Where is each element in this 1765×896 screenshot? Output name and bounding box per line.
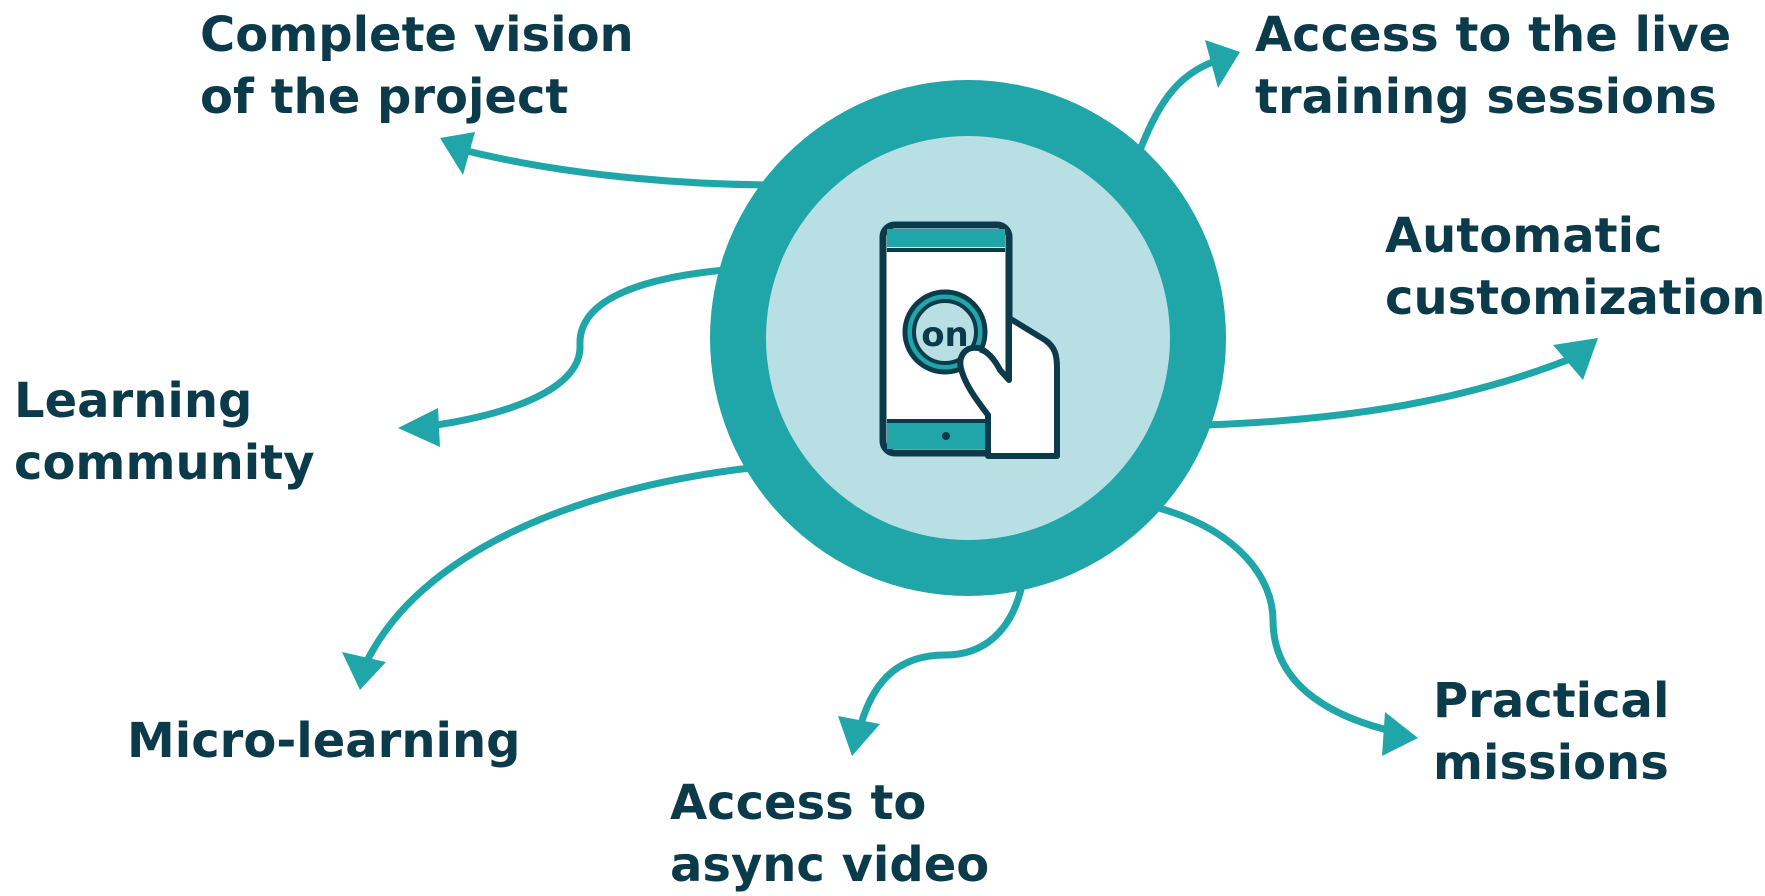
label-learning-community: Learning community bbox=[14, 370, 315, 494]
label-practical-missions: Practical missions bbox=[1433, 670, 1669, 794]
arrow-to-learning bbox=[411, 266, 729, 432]
label-micro-learning: Micro-learning bbox=[127, 710, 520, 772]
label-line: Micro-learning bbox=[127, 713, 521, 769]
label-line: training sessions bbox=[1255, 69, 1717, 125]
arrowhead-micro bbox=[342, 652, 386, 690]
label-line: Practical bbox=[1433, 673, 1670, 729]
label-live-training: Access to the live training sessions bbox=[1255, 4, 1731, 128]
arrow-to-missions bbox=[1151, 503, 1404, 737]
label-complete-vision: Complete vision of the project bbox=[200, 4, 634, 128]
label-line: missions bbox=[1433, 735, 1669, 791]
label-line: Complete vision bbox=[200, 7, 634, 63]
label-async-video: Access to async video bbox=[670, 772, 989, 896]
on-button-label: on bbox=[921, 315, 969, 355]
arrowhead-async bbox=[838, 716, 880, 756]
label-line: Access to the live bbox=[1255, 7, 1732, 63]
label-line: community bbox=[14, 435, 315, 491]
label-line: Automatic bbox=[1385, 208, 1663, 264]
label-line: of the project bbox=[200, 69, 569, 125]
label-line: Access to bbox=[670, 775, 927, 831]
label-automatic-customization: Automatic customization bbox=[1385, 205, 1765, 329]
arrowhead-auto bbox=[1553, 338, 1598, 380]
arrow-to-live bbox=[1136, 54, 1229, 154]
arrow-to-vision bbox=[451, 144, 784, 189]
arrow-to-micro bbox=[361, 464, 754, 669]
phone-on-button-icon: on bbox=[879, 221, 1060, 459]
arrowhead-missions bbox=[1382, 712, 1418, 756]
arrowhead-learning bbox=[398, 408, 440, 447]
label-line: Learning bbox=[14, 373, 253, 429]
arrow-to-async bbox=[854, 581, 1026, 739]
arrow-to-auto bbox=[1201, 351, 1584, 429]
label-line: customization bbox=[1385, 270, 1765, 326]
label-line: async video bbox=[670, 837, 990, 893]
arrowhead-live bbox=[1205, 40, 1240, 88]
arrowhead-vision bbox=[440, 132, 475, 175]
